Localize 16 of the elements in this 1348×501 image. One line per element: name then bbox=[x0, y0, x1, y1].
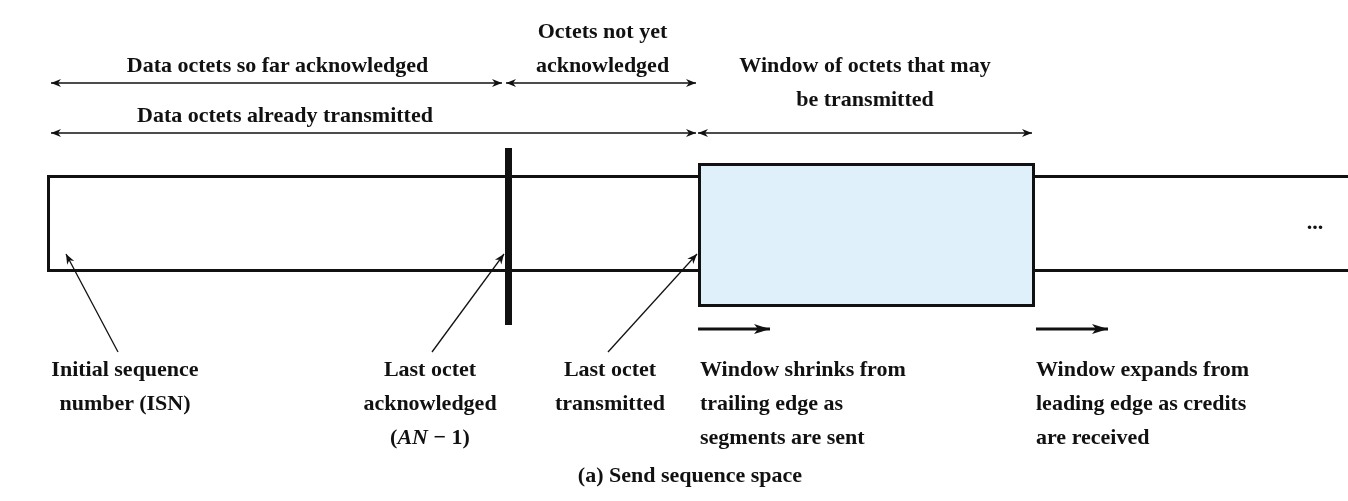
leader-line bbox=[607, 253, 698, 353]
caption: (a) Send sequence space bbox=[576, 461, 804, 489]
annotation-text: Data octets already transmitted bbox=[136, 101, 434, 129]
callout-text: Last octet transmitted bbox=[554, 355, 666, 417]
annotation-text: Window expands from leading edge as credits are received bbox=[1036, 355, 1251, 451]
send-window-box bbox=[698, 163, 1035, 307]
continuation-dots: ... bbox=[1305, 208, 1325, 236]
leader-line bbox=[65, 253, 119, 353]
callout-text: Initial sequence number (ISN) bbox=[50, 355, 200, 417]
annotation-text: Octets not yet acknowledged bbox=[534, 17, 671, 79]
leader-line bbox=[431, 253, 505, 353]
acknowledged-boundary-bar bbox=[505, 148, 512, 325]
annotation-text: Window of octets that may be transmitted bbox=[738, 51, 992, 113]
annotation-text: Data octets so far acknowledged bbox=[125, 51, 430, 79]
annotation-text: Window shrinks from trailing edge as segments are sent bbox=[700, 355, 907, 451]
callout-text: Last octet acknowledged (AN − 1) bbox=[362, 355, 498, 451]
